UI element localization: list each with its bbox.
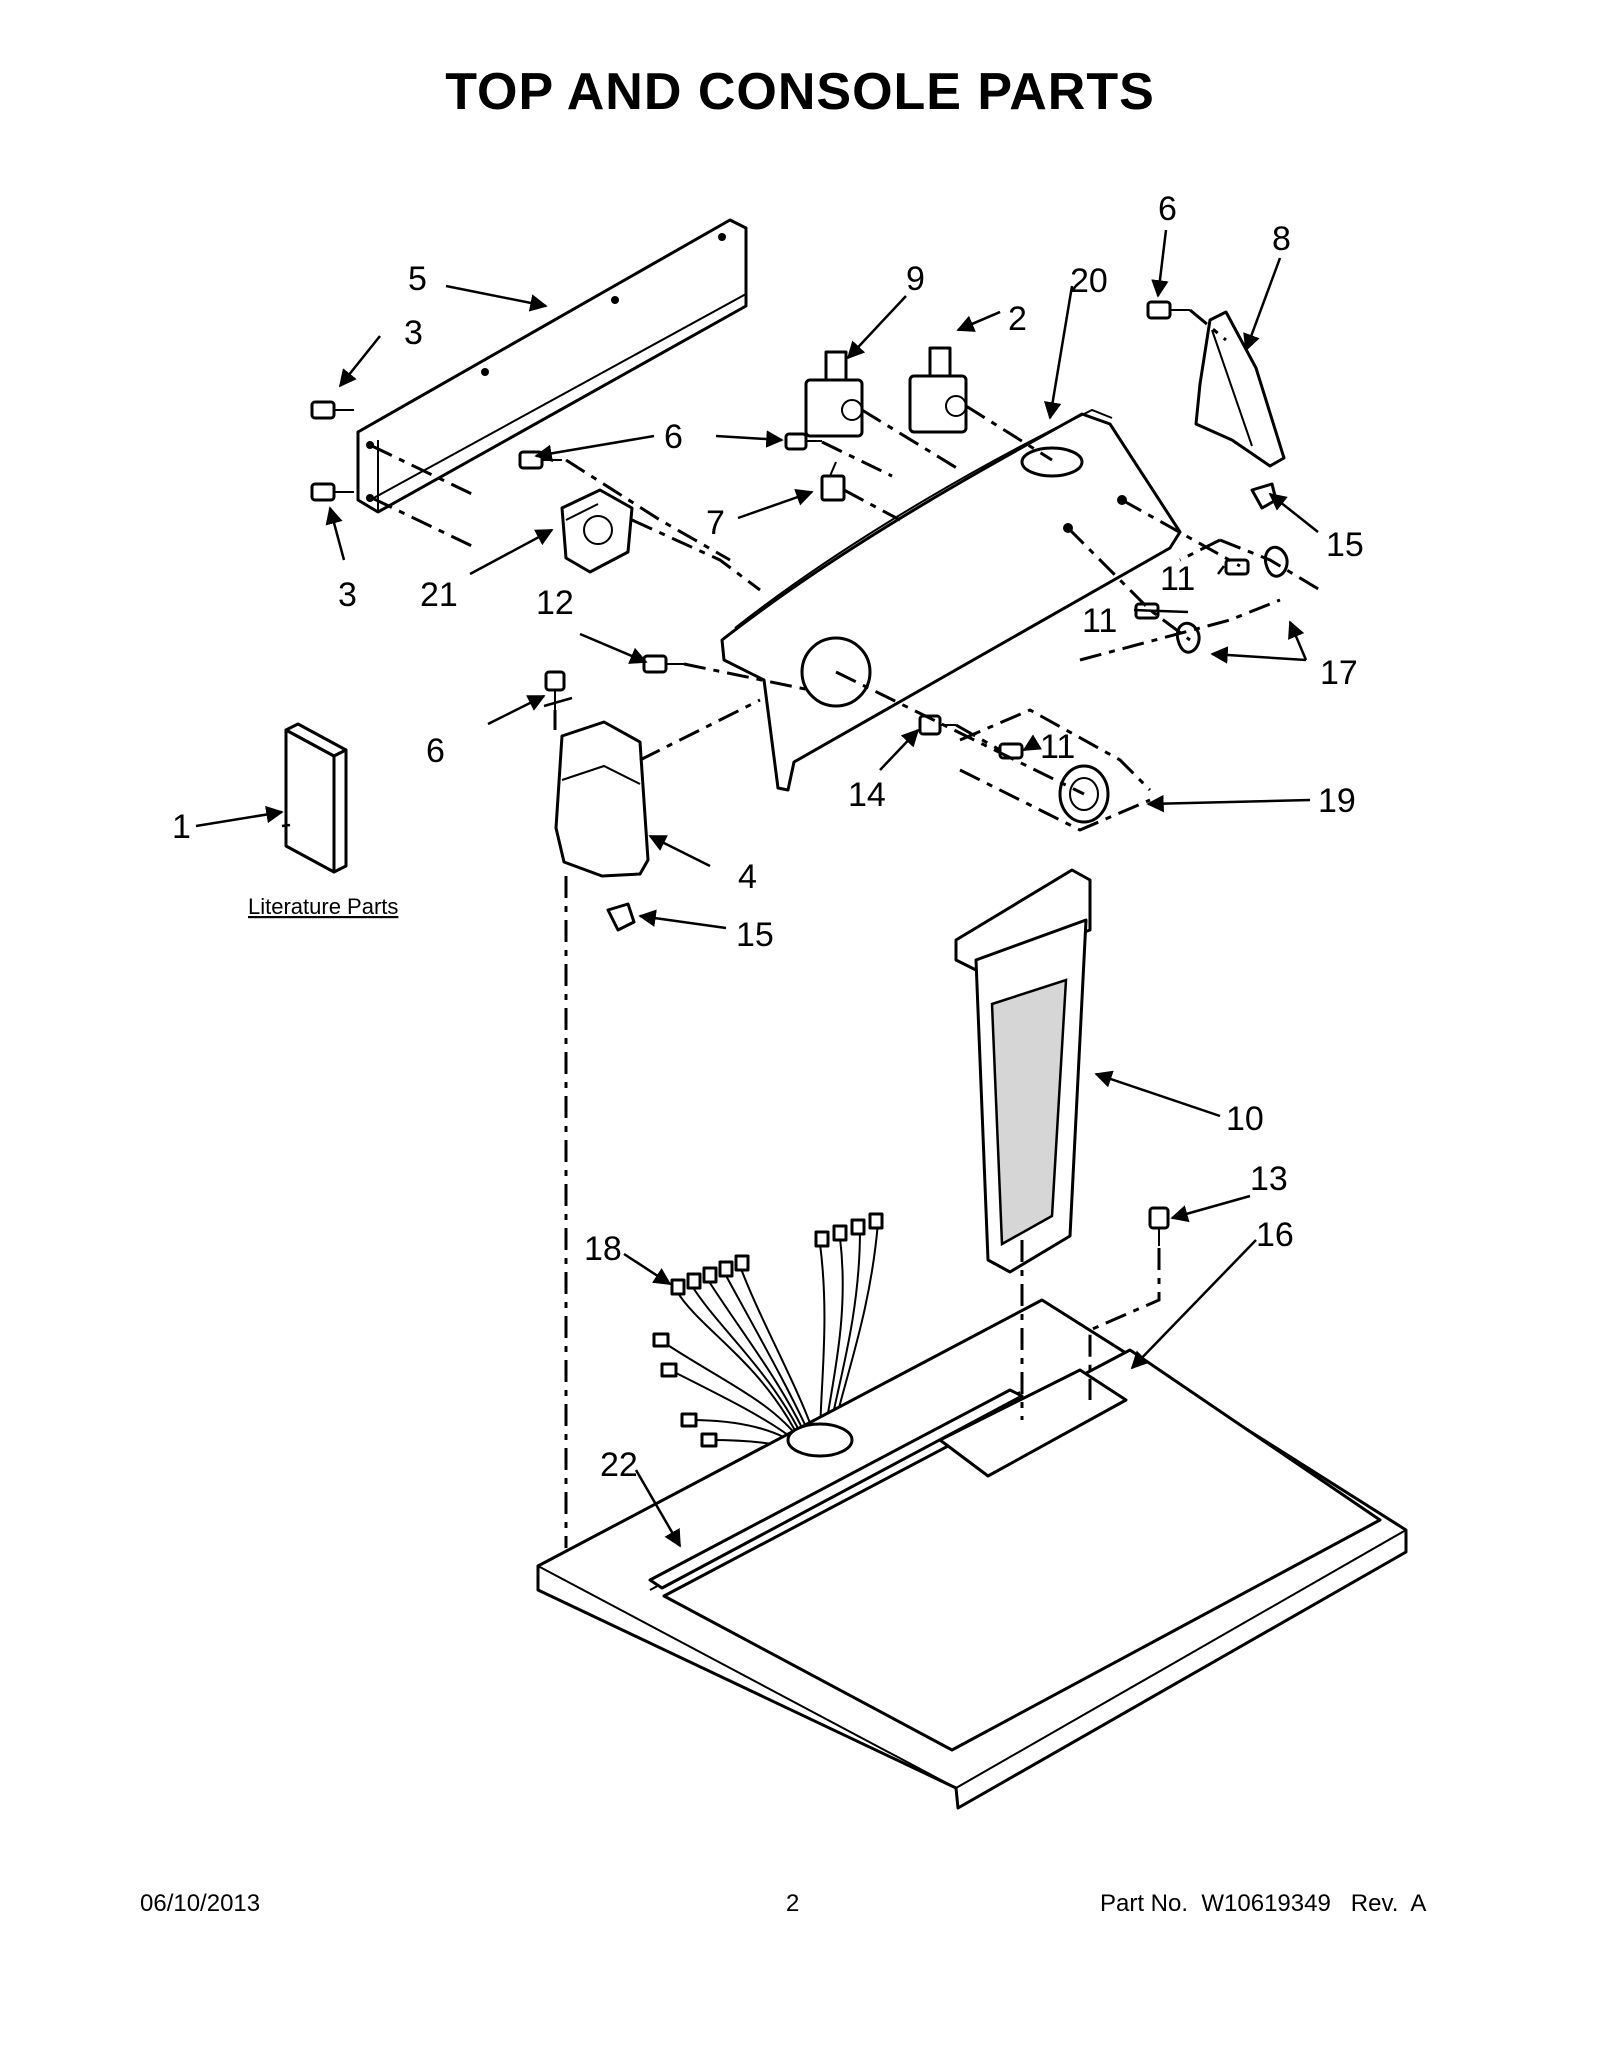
part-insert-11a [1224, 558, 1250, 576]
part-screw-14 [918, 714, 956, 736]
part-selector-2 [908, 346, 968, 434]
callout-17: 17 [1320, 654, 1358, 692]
callout-16: 16 [1256, 1216, 1294, 1254]
part-lint-screen [954, 868, 1092, 1274]
callout-3-lower: 3 [338, 576, 357, 614]
callout-6-left: 6 [426, 732, 445, 770]
callout-3-upper: 3 [404, 314, 423, 352]
callout-4: 4 [738, 858, 757, 896]
part-selector-9 [804, 350, 864, 438]
footer-date: 06/10/2013 [140, 1890, 261, 1917]
callout-9: 9 [906, 260, 925, 298]
part-screw-6c [1146, 300, 1190, 320]
callout-10: 10 [1226, 1100, 1264, 1138]
part-strip [648, 1388, 1024, 1590]
part-console-end-bracket [1194, 310, 1286, 468]
part-screw-3a [310, 400, 354, 420]
part-console-panel [720, 408, 1182, 792]
callout-8: 8 [1272, 220, 1291, 258]
footer-page-number: 2 [786, 1890, 800, 1917]
part-wire-harness [652, 1212, 884, 1451]
part-literature [284, 722, 348, 874]
callout-22: 22 [600, 1446, 638, 1484]
callout-19: 19 [1318, 782, 1356, 820]
part-end-cap [554, 720, 650, 878]
part-timer [560, 488, 634, 574]
part-clip-15b [606, 902, 636, 932]
callout-2: 2 [1008, 300, 1027, 338]
literature-parts-note: Literature Parts [248, 894, 398, 919]
callout-11-lower: 11 [1040, 728, 1075, 766]
callout-1: 1 [172, 808, 191, 846]
callout-6-center: 6 [664, 418, 683, 456]
part-top-panel [536, 1298, 1408, 1810]
part-knob-17a [1263, 545, 1289, 578]
part-screw-6b [784, 432, 822, 451]
callout-labels: 1 2 3 3 4 5 6 6 6 6 7 8 9 10 11 11 11 12… [172, 190, 1364, 1484]
callout-13: 13 [1250, 1160, 1288, 1198]
callout-5: 5 [408, 260, 427, 298]
callout-6-top-right: 6 [1158, 190, 1177, 228]
callout-14: 14 [848, 776, 886, 814]
part-screw-12 [642, 654, 684, 674]
callout-18: 18 [584, 1230, 622, 1268]
leader-lines [195, 229, 1319, 1548]
callout-15-left: 15 [736, 916, 774, 954]
callout-15-right: 15 [1326, 526, 1364, 564]
callout-11-mid: 11 [1082, 602, 1117, 640]
callout-21: 21 [420, 576, 458, 614]
part-screw-6d [544, 670, 566, 710]
callout-11-upper: 11 [1160, 560, 1195, 598]
callout-20: 20 [1070, 262, 1108, 300]
alignment-lines [371, 308, 1321, 1548]
part-screw-13 [1148, 1206, 1170, 1246]
callout-7: 7 [706, 504, 725, 542]
part-switch [820, 461, 846, 502]
page-title: TOP AND CONSOLE PARTS [445, 63, 1155, 121]
part-screw-3b [310, 482, 354, 502]
callout-12: 12 [536, 584, 574, 622]
footer-part-number: Part No. W10619349 Rev. A [1100, 1890, 1427, 1917]
